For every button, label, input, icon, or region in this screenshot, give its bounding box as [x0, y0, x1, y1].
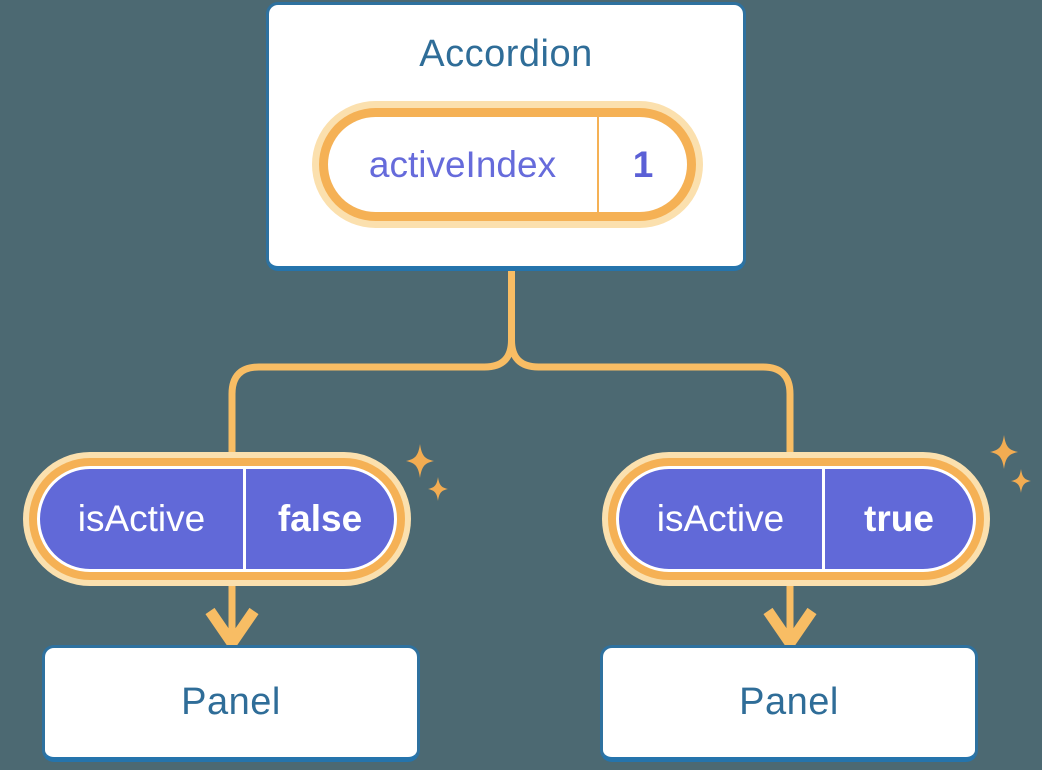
state-value-label: 1	[597, 117, 687, 212]
sparkle-icon	[990, 435, 1018, 469]
prop-pill-ring: isActive false	[29, 458, 405, 580]
state-pill: activeIndex 1	[312, 101, 703, 228]
state-name-label: activeIndex	[368, 143, 557, 185]
sparkles-right-pill	[990, 435, 1031, 493]
sparkles-left-pill	[406, 444, 448, 501]
state-pill-ring: activeIndex 1	[319, 108, 696, 221]
state-pill-body: activeIndex 1	[328, 117, 687, 212]
arrow-right-head	[763, 607, 817, 653]
sparkle-icon	[428, 477, 448, 501]
tree-connector-right	[508, 265, 794, 465]
prop-pill-isactive-false: isActive false	[23, 452, 411, 586]
prop-name-label: isActive	[77, 498, 206, 539]
prop-pill-isactive-true: isActive true	[602, 452, 990, 586]
arrow-left-head	[205, 607, 259, 653]
prop-pill-body: isActive true	[616, 466, 976, 572]
prop-name-label: isActive	[656, 498, 785, 539]
sparkle-icon	[1011, 469, 1031, 493]
component-title: Accordion	[419, 33, 593, 75]
prop-value-label: true	[822, 469, 973, 569]
accordion-component-card: Accordion activeIndex 1	[266, 2, 746, 271]
prop-value-label: false	[243, 469, 394, 569]
sparkle-icon	[406, 444, 434, 478]
tree-connector-left	[228, 265, 515, 465]
panel-component-card-left: Panel	[42, 645, 420, 762]
panel-component-card-right: Panel	[600, 645, 978, 762]
prop-pill-ring: isActive true	[608, 458, 984, 580]
prop-pill-body: isActive false	[37, 466, 397, 572]
